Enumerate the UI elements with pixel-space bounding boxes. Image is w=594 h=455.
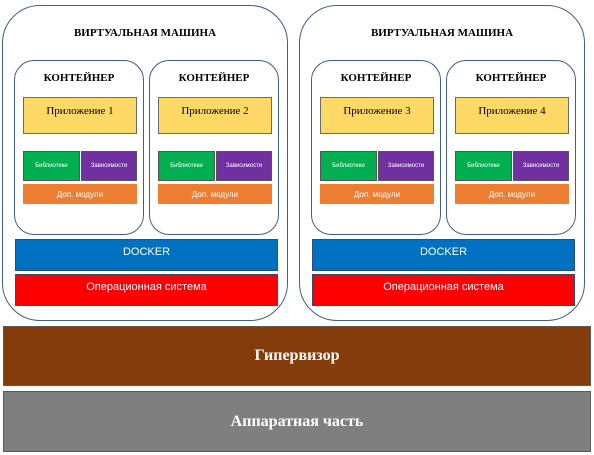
- container-3: КОНТЕЙНЕР Приложение 3 Библиотеки Зависи…: [311, 60, 441, 235]
- dependencies-block: Зависимости: [513, 151, 569, 181]
- virtual-machine-2: ВИРТУАЛЬНАЯ МАШИНА КОНТЕЙНЕР Приложение …: [299, 5, 585, 321]
- docker-layer: DOCKER: [15, 239, 278, 271]
- application-block: Приложение 2: [158, 97, 272, 134]
- dependencies-block: Зависимости: [378, 151, 434, 181]
- vm-title: ВИРТУАЛЬНАЯ МАШИНА: [370, 27, 514, 39]
- libraries-block: Библиотеки: [158, 151, 215, 181]
- container-title: КОНТЕЙНЕР: [43, 72, 115, 84]
- modules-block: Доп. модули: [455, 184, 569, 204]
- libraries-block: Библиотеки: [23, 151, 80, 181]
- container-title: КОНТЕЙНЕР: [178, 72, 250, 84]
- vm-title: ВИРТУАЛЬНАЯ МАШИНА: [73, 27, 217, 39]
- hardware-layer: Аппаратная часть: [3, 391, 591, 452]
- docker-layer: DOCKER: [312, 239, 575, 271]
- os-layer: Операционная система: [312, 274, 575, 306]
- container-4: КОНТЕЙНЕР Приложение 4 Библиотеки Зависи…: [446, 60, 576, 235]
- libraries-block: Библиотеки: [455, 151, 512, 181]
- modules-block: Доп. модули: [158, 184, 272, 204]
- container-2: КОНТЕЙНЕР Приложение 2 Библиотеки Зависи…: [149, 60, 279, 235]
- container-title: КОНТЕЙНЕР: [340, 72, 412, 84]
- os-layer: Операционная система: [15, 274, 278, 306]
- application-block: Приложение 4: [455, 97, 569, 134]
- application-block: Приложение 1: [23, 97, 137, 134]
- hypervisor-layer: Гипервизор: [3, 326, 591, 386]
- container-1: КОНТЕЙНЕР Приложение 1 Библиотеки Зависи…: [14, 60, 144, 235]
- libraries-block: Библиотеки: [320, 151, 377, 181]
- virtual-machine-1: ВИРТУАЛЬНАЯ МАШИНА КОНТЕЙНЕР Приложение …: [2, 5, 288, 321]
- application-block: Приложение 3: [320, 97, 434, 134]
- dependencies-block: Зависимости: [81, 151, 137, 181]
- modules-block: Доп. модули: [320, 184, 434, 204]
- modules-block: Доп. модули: [23, 184, 137, 204]
- container-title: КОНТЕЙНЕР: [475, 72, 547, 84]
- dependencies-block: Зависимости: [216, 151, 272, 181]
